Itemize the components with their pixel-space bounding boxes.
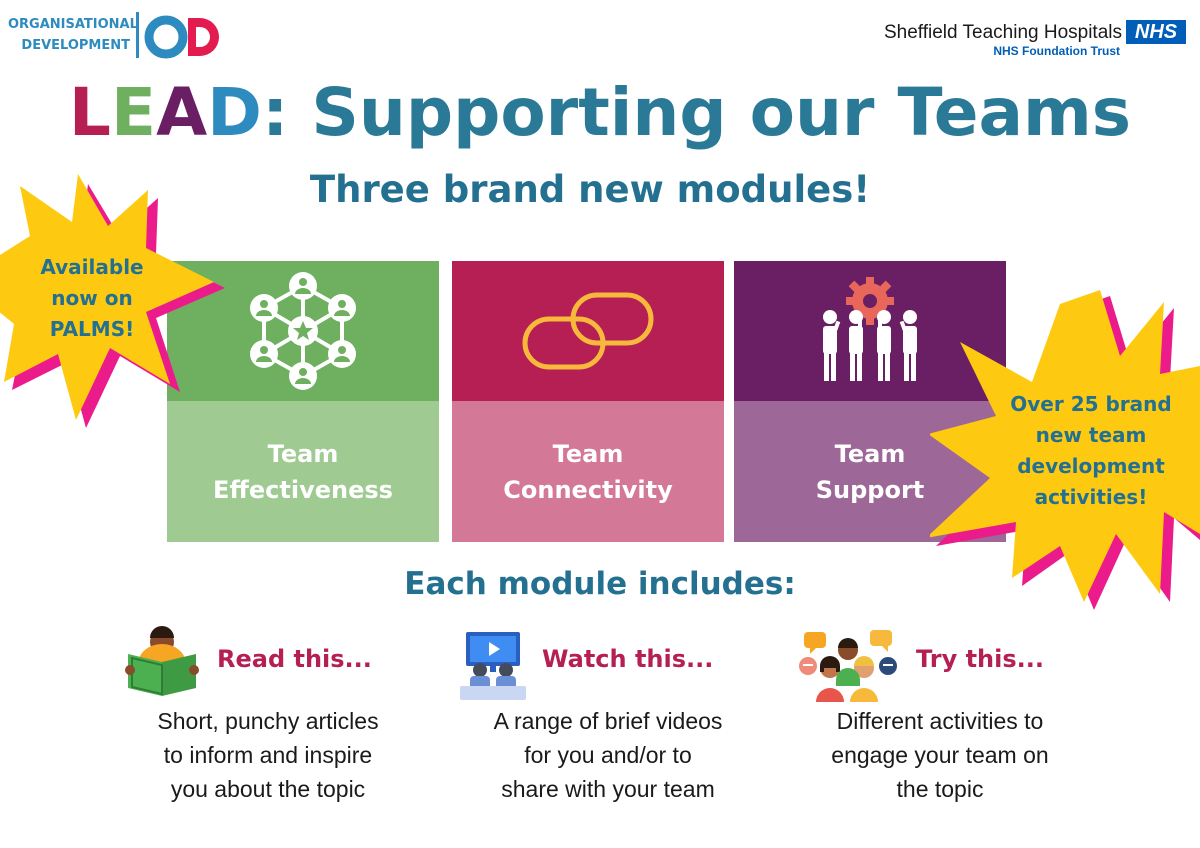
module-card-team-support: Team Support [734, 261, 1006, 542]
title-letter-a: A [156, 74, 208, 151]
trust-subtitle: NHS Foundation Trust [993, 44, 1120, 58]
page-title: LEAD: Supporting our Teams [0, 74, 1200, 151]
starburst-left [0, 174, 225, 428]
includes-heading: Each module includes: [404, 566, 796, 602]
od-mark-icon [144, 15, 219, 59]
feature-title-try: Try this... [916, 645, 1044, 673]
people-chatting-icon [799, 630, 897, 702]
od-logo-divider [136, 12, 139, 58]
module-card-icon-area [734, 261, 1006, 401]
od-logo-text: ORGANISATIONAL DEVELOPMENT [8, 17, 138, 53]
network-people-icon [250, 272, 356, 390]
module-label: Team Support [815, 439, 925, 504]
module-card-label-area: Team Connectivity [452, 401, 724, 542]
title-rest: : Supporting our Teams [261, 74, 1132, 151]
feature-desc-watch: A range of brief videos for you and/or t… [493, 708, 723, 802]
title-letter-d: D [207, 74, 262, 151]
callout-over-25-activities: Over 25 brand new team development activ… [1010, 392, 1172, 509]
module-label: Team Effectiveness [213, 439, 393, 504]
organisational-development-logo: ORGANISATIONAL DEVELOPMENT [8, 12, 219, 62]
module-card-label-area: Team Support [734, 401, 1006, 542]
page-subtitle: Three brand new modules! [309, 168, 871, 211]
people-lifting-gear-icon [823, 277, 917, 381]
feature-title-watch: Watch this... [542, 645, 714, 673]
feature-title-read: Read this... [217, 645, 372, 673]
people-watching-screen-icon [460, 632, 526, 700]
linked-rings-icon [522, 292, 654, 370]
module-label: Team Connectivity [503, 439, 673, 504]
module-card-team-effectiveness: Team Effectiveness [167, 261, 439, 542]
feature-desc-try: Different activities to engage your team… [831, 708, 1049, 802]
feature-desc-read: Short, punchy articles to inform and ins… [157, 708, 379, 802]
title-letter-e: E [110, 74, 157, 151]
person-reading-icon [125, 626, 199, 696]
module-card-label-area: Team Effectiveness [167, 401, 439, 542]
module-card-icon-area [452, 261, 724, 401]
nhs-logo: NHS [1126, 20, 1186, 44]
starburst-right [930, 290, 1200, 610]
callout-available-now: Available now on PALMS! [40, 255, 144, 341]
module-card-team-connectivity: Team Connectivity [452, 261, 724, 542]
trust-name: Sheffield Teaching Hospitals [883, 22, 1122, 43]
title-letter-l: L [68, 74, 111, 151]
